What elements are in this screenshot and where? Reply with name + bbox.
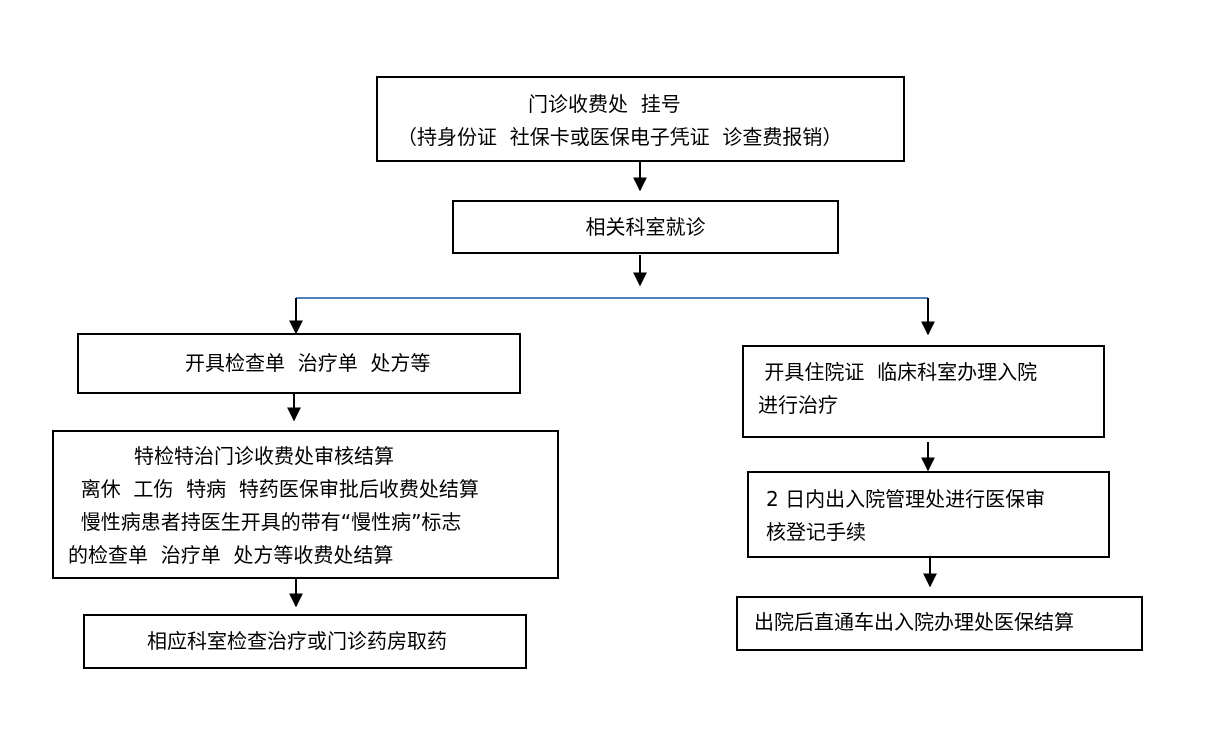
- settlement-line: 慢性病患者持医生开具的带有“慢性病”标志: [68, 510, 462, 534]
- inpatient-registration-box: 2 日内出入院管理处进行医保审 核登记手续: [747, 471, 1110, 558]
- admission-line: 进行治疗: [758, 393, 838, 417]
- orders-box: 开具检查单 治疗单 处方等: [77, 333, 521, 394]
- final-outpatient-box: 相应科室检查治疗或门诊药房取药: [83, 614, 527, 669]
- settlement-box: 特检特治门诊收费处审核结算 离休 工伤 特病 特药医保审批后收费处结算 慢性病患…: [52, 430, 559, 579]
- discharge-box: 出院后直通车出入院办理处医保结算: [736, 596, 1143, 651]
- department-visit-label: 相关科室就诊: [585, 215, 706, 239]
- admission-box: 开具住院证 临床科室办理入院 进行治疗: [742, 345, 1105, 438]
- admission-line: 开具住院证 临床科室办理入院: [758, 360, 1038, 384]
- registration-title: 门诊收费处 挂号: [528, 92, 681, 116]
- orders-label: 开具检查单 治疗单 处方等: [185, 351, 431, 375]
- discharge-label: 出院后直通车出入院办理处医保结算: [754, 610, 1074, 634]
- registration-box: 门诊收费处 挂号 （持身份证 社保卡或医保电子凭证 诊查费报销）: [376, 76, 905, 162]
- settlement-line: 特检特治门诊收费处审核结算: [134, 444, 394, 468]
- registration-note: （持身份证 社保卡或医保电子凭证 诊查费报销）: [397, 125, 843, 149]
- settlement-line: 离休 工伤 特病 特药医保审批后收费处结算: [68, 477, 479, 501]
- inpatient-registration-line: 核登记手续: [766, 520, 866, 544]
- final-outpatient-label: 相应科室检查治疗或门诊药房取药: [147, 629, 447, 653]
- department-visit-box: 相关科室就诊: [452, 200, 839, 254]
- inpatient-registration-line: 2 日内出入院管理处进行医保审: [766, 487, 1046, 511]
- settlement-line: 的检查单 治疗单 处方等收费处结算: [68, 543, 394, 567]
